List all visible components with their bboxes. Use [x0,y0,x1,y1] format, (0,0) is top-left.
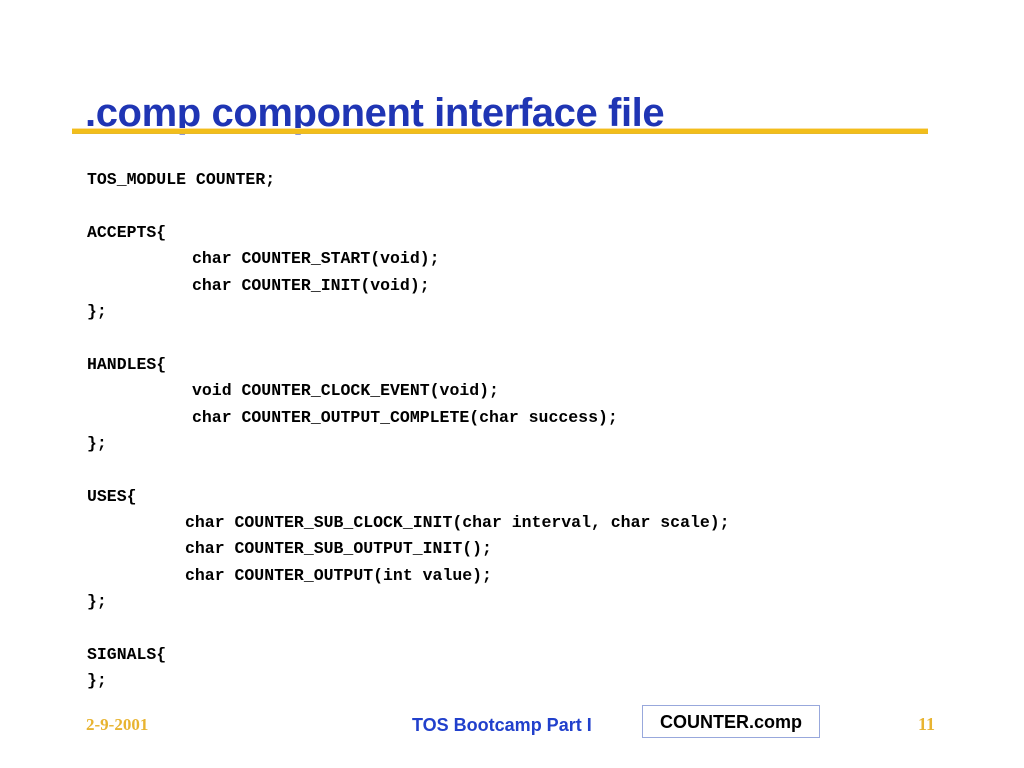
code-line-blank [87,457,967,483]
title-divider-rule [72,128,928,134]
code-line: }; [87,671,107,691]
filename-callout-box: COUNTER.comp [642,705,820,738]
code-line: TOS_MODULE COUNTER; [87,170,276,189]
code-line: char COUNTER_INIT(void); [192,275,430,295]
rule-highlight-line [72,128,928,129]
code-block: TOS_MODULE COUNTER; ACCEPTS{ char COUNTE… [87,167,967,695]
code-line: }; [87,433,107,453]
code-line: void COUNTER_CLOCK_EVENT(void); [192,381,499,401]
code-line: }; [87,301,107,321]
code-line: }; [87,592,107,612]
code-line-blank [87,325,967,351]
footer-date: 2-9-2001 [86,715,149,734]
code-line: USES{ [87,486,137,506]
page-title: .comp component interface file [85,90,665,135]
code-line: char COUNTER_SUB_OUTPUT_INIT(); [185,539,492,559]
code-line-blank [87,193,967,219]
filename-label: COUNTER.comp [659,711,802,732]
code-line: char COUNTER_START(void); [192,249,440,269]
rule-main-line [72,129,928,133]
code-line: HANDLES{ [87,354,167,374]
footer-subtitle: TOS Bootcamp Part I [412,715,592,735]
rule-shadow-line [72,133,928,134]
code-line: char COUNTER_OUTPUT(int value); [185,565,492,585]
code-line-blank [87,616,967,642]
page-number: 11 [918,714,936,734]
code-line: ACCEPTS{ [87,222,167,242]
code-line: SIGNALS{ [87,645,167,665]
code-line: char COUNTER_OUTPUT_COMPLETE(char succes… [192,407,618,427]
code-line: char COUNTER_SUB_CLOCK_INIT(char interva… [185,513,730,533]
